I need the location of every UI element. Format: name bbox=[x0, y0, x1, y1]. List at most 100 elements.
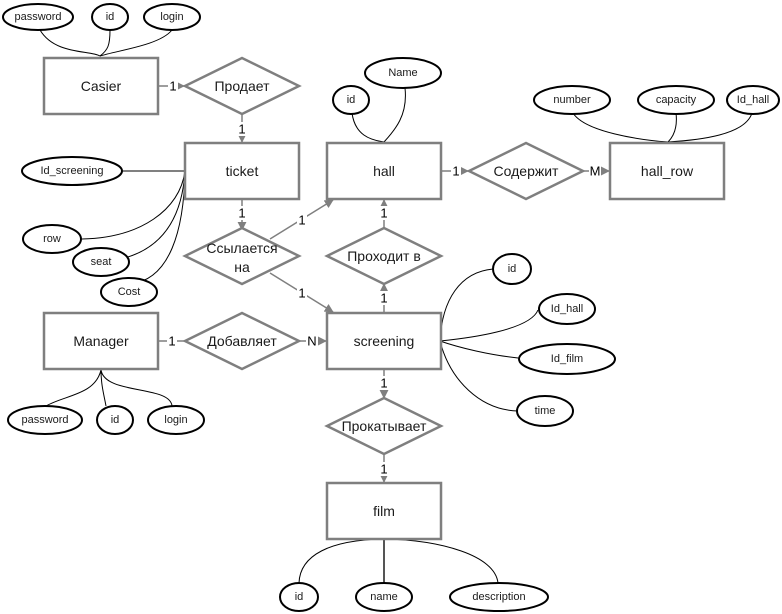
label: time bbox=[535, 405, 556, 417]
entity-screening[interactable]: screening bbox=[325, 311, 443, 371]
label: Id_hall bbox=[551, 303, 583, 315]
label: Id_screening bbox=[41, 165, 104, 177]
relationship-adds[interactable]: Добавляет bbox=[182, 311, 302, 371]
entity-label: screening bbox=[354, 333, 415, 349]
attribute-hall-name[interactable]: Name bbox=[364, 57, 442, 89]
label: id bbox=[295, 591, 304, 603]
entity-label: film bbox=[373, 503, 395, 519]
label: capacity bbox=[656, 94, 697, 106]
attribute-screening-time[interactable]: time bbox=[516, 395, 574, 427]
label: 1 bbox=[238, 206, 245, 221]
entity-hall[interactable]: hall bbox=[325, 141, 443, 201]
attributes-manager: password id login bbox=[7, 405, 205, 435]
label: Id_film bbox=[551, 353, 583, 365]
attributes-screening: id Id_hall Id_film time bbox=[492, 253, 616, 427]
attribute-ticket-row[interactable]: row bbox=[22, 224, 82, 254]
attributes-hall: id Name bbox=[332, 57, 442, 115]
card-adds-screening: N bbox=[306, 334, 318, 349]
label: seat bbox=[91, 256, 112, 268]
attribute-hall-row-number[interactable]: number bbox=[533, 85, 611, 115]
relationship-label: Содержит bbox=[494, 163, 560, 179]
relationship-label: Прокатывает bbox=[342, 418, 427, 434]
card-screening-shows: 1 bbox=[379, 376, 389, 391]
label: id bbox=[508, 263, 517, 275]
card-refers-hall: 1 bbox=[297, 213, 307, 228]
attribute-hall-row-capacity[interactable]: capacity bbox=[637, 85, 715, 115]
attribute-ticket-cost[interactable]: Cost bbox=[100, 277, 158, 307]
attributes-hall-row: number capacity Id_hall bbox=[533, 85, 780, 115]
relationship-label: Проходит в bbox=[347, 248, 421, 264]
attribute-hall-id[interactable]: id bbox=[332, 85, 370, 115]
label: 1 bbox=[298, 213, 305, 228]
relationship-label: Продает bbox=[214, 78, 270, 94]
attribute-ticket-id-screening[interactable]: Id_screening bbox=[21, 156, 123, 186]
label: Name bbox=[388, 67, 417, 79]
card-hall-contains: 1 bbox=[451, 164, 461, 179]
entity-label: ticket bbox=[226, 163, 259, 179]
card-refers-screening: 1 bbox=[297, 286, 307, 301]
entity-ticket[interactable]: ticket bbox=[183, 141, 301, 201]
entity-hall-row[interactable]: hall_row bbox=[608, 141, 726, 201]
attributes-film: id name description bbox=[279, 582, 549, 612]
cardinalities: 1 1 1 M 1 1 1 1 1 1 N 1 1 bbox=[167, 79, 601, 477]
label: row bbox=[43, 233, 61, 245]
entity-film[interactable]: film bbox=[325, 481, 443, 541]
label: 1 bbox=[380, 291, 387, 306]
relationship-shows[interactable]: Прокатывает bbox=[324, 396, 444, 456]
attribute-ticket-seat[interactable]: seat bbox=[72, 247, 130, 277]
attribute-manager-password[interactable]: password bbox=[7, 405, 83, 435]
attribute-hall-row-id-hall[interactable]: Id_hall bbox=[726, 85, 780, 115]
attribute-film-name[interactable]: name bbox=[355, 582, 413, 612]
label: 1 bbox=[298, 286, 305, 301]
card-hall-takes-place: 1 bbox=[379, 206, 389, 221]
card-ticket-refers: 1 bbox=[237, 206, 247, 221]
attribute-screening-id-film[interactable]: Id_film bbox=[518, 343, 616, 375]
label: 1 bbox=[380, 376, 387, 391]
label: description bbox=[472, 591, 525, 603]
label: name bbox=[370, 591, 398, 603]
attribute-casier-login[interactable]: login bbox=[143, 3, 201, 31]
label: Id_hall bbox=[737, 94, 769, 106]
label: id bbox=[106, 11, 115, 23]
relationship-refers[interactable]: Ссылается на bbox=[182, 226, 302, 286]
entity-label: Manager bbox=[73, 333, 129, 349]
entity-label: Casier bbox=[81, 78, 122, 94]
label: 1 bbox=[169, 79, 176, 94]
label: 1 bbox=[168, 334, 175, 349]
attributes-ticket: Id_screening row seat Cost bbox=[21, 156, 158, 307]
label: password bbox=[14, 11, 61, 23]
entity-label: hall bbox=[373, 163, 395, 179]
card-shows-film: 1 bbox=[379, 462, 389, 477]
label: 1 bbox=[380, 462, 387, 477]
attribute-manager-id[interactable]: id bbox=[96, 405, 134, 435]
entity-casier[interactable]: Casier bbox=[42, 56, 160, 116]
relationship-label: Добавляет bbox=[207, 333, 277, 349]
card-takes-place-screening: 1 bbox=[379, 291, 389, 306]
attributes-casier: password id login bbox=[2, 3, 201, 31]
label: password bbox=[21, 414, 68, 426]
attribute-film-id[interactable]: id bbox=[279, 582, 319, 612]
attribute-screening-id-hall[interactable]: Id_hall bbox=[538, 293, 596, 325]
label: 1 bbox=[380, 206, 387, 221]
label: id bbox=[347, 94, 356, 106]
attribute-film-description[interactable]: description bbox=[449, 582, 549, 612]
relationship-label-line1: Ссылается bbox=[206, 240, 277, 256]
attribute-manager-login[interactable]: login bbox=[147, 405, 205, 435]
label: Cost bbox=[118, 286, 141, 298]
entity-label: hall_row bbox=[641, 163, 694, 179]
relationship-contains[interactable]: Содержит bbox=[466, 141, 586, 201]
label: login bbox=[164, 414, 187, 426]
label: id bbox=[111, 414, 120, 426]
relationship-sells[interactable]: Продает bbox=[182, 56, 302, 116]
card-casier-sells: 1 bbox=[168, 79, 178, 94]
entity-manager[interactable]: Manager bbox=[42, 311, 160, 371]
relationship-label-line2: на bbox=[234, 259, 250, 275]
relationship-takes-place[interactable]: Проходит в bbox=[324, 226, 444, 286]
label: N bbox=[307, 334, 316, 349]
label: M bbox=[590, 164, 601, 179]
attribute-casier-password[interactable]: password bbox=[2, 3, 74, 31]
label: 1 bbox=[238, 122, 245, 137]
attribute-screening-id[interactable]: id bbox=[492, 253, 532, 285]
attribute-casier-id[interactable]: id bbox=[91, 3, 129, 31]
